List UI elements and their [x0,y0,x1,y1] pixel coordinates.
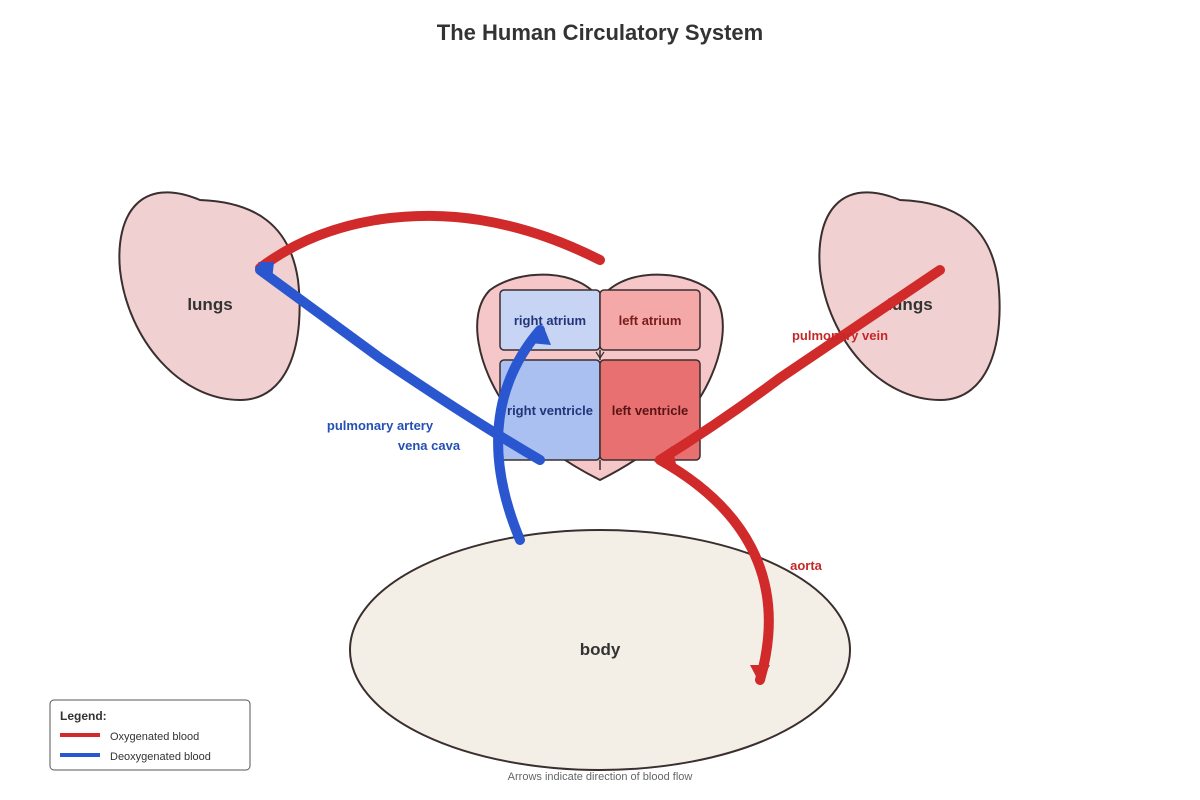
legend: Legend: Oxygenated blood Deoxygenated bl… [49,699,251,771]
pulmonary-vein-vessel [655,265,945,465]
vena-cava-arrowhead [530,325,551,345]
right-atrium-label: right atrium [514,313,586,328]
legend-deoxygenated-label: Deoxygenated blood [110,751,211,763]
left-ventricle-label: left ventricle [612,403,689,418]
legend-box [49,699,251,771]
footnote: Arrows indicate direction of blood flow [508,771,693,783]
vena-cava-label: vena cava [398,438,461,453]
body-label: body [580,640,621,659]
oxygenated-arc-vessel [255,210,605,273]
aorta-arrowhead [750,665,770,684]
left-lung-label: lungs [187,295,232,314]
aorta-label: aorta [790,558,823,573]
pulmonary-vein-label: pulmonary vein [792,328,888,343]
left-lung-shape [118,191,301,402]
pulmonary-artery-vessel [255,265,545,465]
legend-title: Legend: [60,709,107,723]
diagram-title: The Human Circulatory System [437,20,763,45]
valve-arrow-icon [595,351,605,360]
pulmonary-artery-label: pulmonary artery [327,418,434,433]
vena-cava-vessel [493,325,545,545]
pulmonary-artery-arrowhead [258,262,274,280]
body-shape [349,529,851,771]
aorta-vessel [655,455,774,685]
legend-oxygenated-label: Oxygenated blood [110,731,199,743]
left-atrium-chamber [599,289,701,351]
left-atrium-label: left atrium [619,313,682,328]
right-ventricle-label: right ventricle [507,403,593,418]
left-ventricle-chamber [599,359,701,461]
